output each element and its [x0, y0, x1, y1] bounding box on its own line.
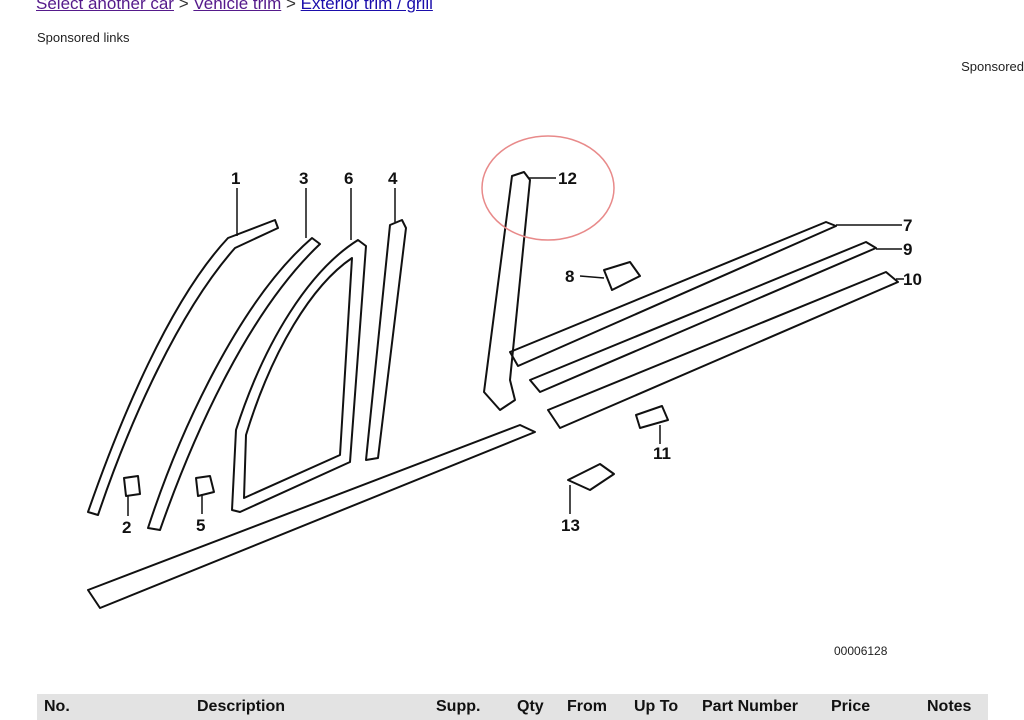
- callout-7[interactable]: 7: [903, 216, 912, 235]
- part-11: [635, 405, 669, 429]
- col-supp: Supp.: [436, 698, 481, 715]
- sponsored-label: Sponsored: [961, 59, 1024, 74]
- part-13: [567, 463, 615, 491]
- part-4: [365, 219, 407, 461]
- callout-4[interactable]: 4: [388, 169, 398, 188]
- callout-1[interactable]: 1: [231, 169, 240, 188]
- diagram-code: 00006128: [834, 644, 888, 658]
- part-1: [87, 219, 279, 516]
- callout-10[interactable]: 10: [903, 270, 922, 289]
- breadcrumb-separator: >: [178, 0, 189, 13]
- parts-table-header: No. Description Supp. Qty From Up To Par…: [37, 694, 988, 720]
- breadcrumb-exterior-trim[interactable]: Exterior trim / grill: [300, 0, 433, 13]
- callout-9[interactable]: 9: [903, 240, 912, 259]
- callout-2[interactable]: 2: [122, 518, 131, 537]
- col-notes: Notes: [927, 698, 972, 715]
- col-price: Price: [831, 698, 871, 715]
- col-no: No.: [44, 698, 70, 715]
- breadcrumb: Select another car > Vehicle trim > Exte…: [36, 0, 433, 14]
- part-9: [529, 241, 877, 393]
- part-10: [547, 271, 899, 429]
- col-part-number: Part Number: [702, 698, 799, 715]
- callout-11[interactable]: 11: [653, 444, 671, 463]
- highlight-circle: [481, 135, 615, 241]
- part-5: [195, 475, 215, 497]
- callout-12[interactable]: 12: [558, 169, 577, 188]
- part-12: [483, 171, 531, 411]
- col-description: Description: [197, 698, 286, 715]
- breadcrumb-vehicle-trim[interactable]: Vehicle trim: [193, 0, 282, 13]
- col-qty: Qty: [517, 698, 544, 715]
- col-up-to: Up To: [634, 698, 679, 715]
- part-3: [147, 237, 321, 531]
- callout-3[interactable]: 3: [299, 169, 308, 188]
- col-from: From: [567, 698, 607, 715]
- part-lower-moulding: [87, 424, 536, 609]
- callout-8[interactable]: 8: [565, 267, 574, 286]
- sponsored-links-label: Sponsored links: [37, 30, 130, 45]
- part-6: [231, 239, 367, 513]
- part-8: [603, 261, 641, 291]
- part-2: [123, 475, 141, 497]
- parts-diagram: 1 3 6 4 12 7 9 10 8 11 2 5 13 00006128: [87, 135, 922, 658]
- callout-6[interactable]: 6: [344, 169, 353, 188]
- breadcrumb-separator: >: [285, 0, 296, 13]
- part-7: [509, 221, 837, 367]
- breadcrumb-select-another-car[interactable]: Select another car: [36, 0, 174, 13]
- callout-13[interactable]: 13: [561, 516, 580, 535]
- callout-5[interactable]: 5: [196, 516, 205, 535]
